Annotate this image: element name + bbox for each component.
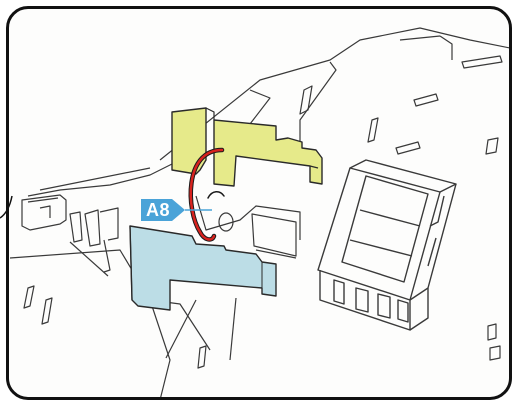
- slot-mark: [23, 285, 35, 309]
- slot-mark: [395, 141, 421, 155]
- base-board-outline: [159, 27, 509, 161]
- slot-mark: [413, 93, 439, 107]
- screw-hole: [218, 212, 234, 232]
- diagram-frame: [6, 6, 512, 400]
- slot-mark: [41, 297, 53, 325]
- slot-mark: [197, 345, 207, 369]
- slot-mark: [485, 137, 499, 155]
- box-frame: [317, 159, 457, 331]
- slot-mark: [367, 117, 379, 143]
- slot-mark: [461, 55, 503, 69]
- slot-mark: [487, 323, 497, 341]
- lower-bracket: [129, 225, 277, 311]
- slot-mark: [489, 345, 501, 361]
- callout-badge: [141, 199, 212, 221]
- cable: [188, 147, 225, 242]
- slot-mark: [299, 85, 313, 115]
- leader-line: [0, 195, 13, 219]
- upper-bracket: [213, 119, 323, 187]
- left-tab-assembly: [21, 194, 119, 277]
- upper-bracket: [171, 107, 207, 175]
